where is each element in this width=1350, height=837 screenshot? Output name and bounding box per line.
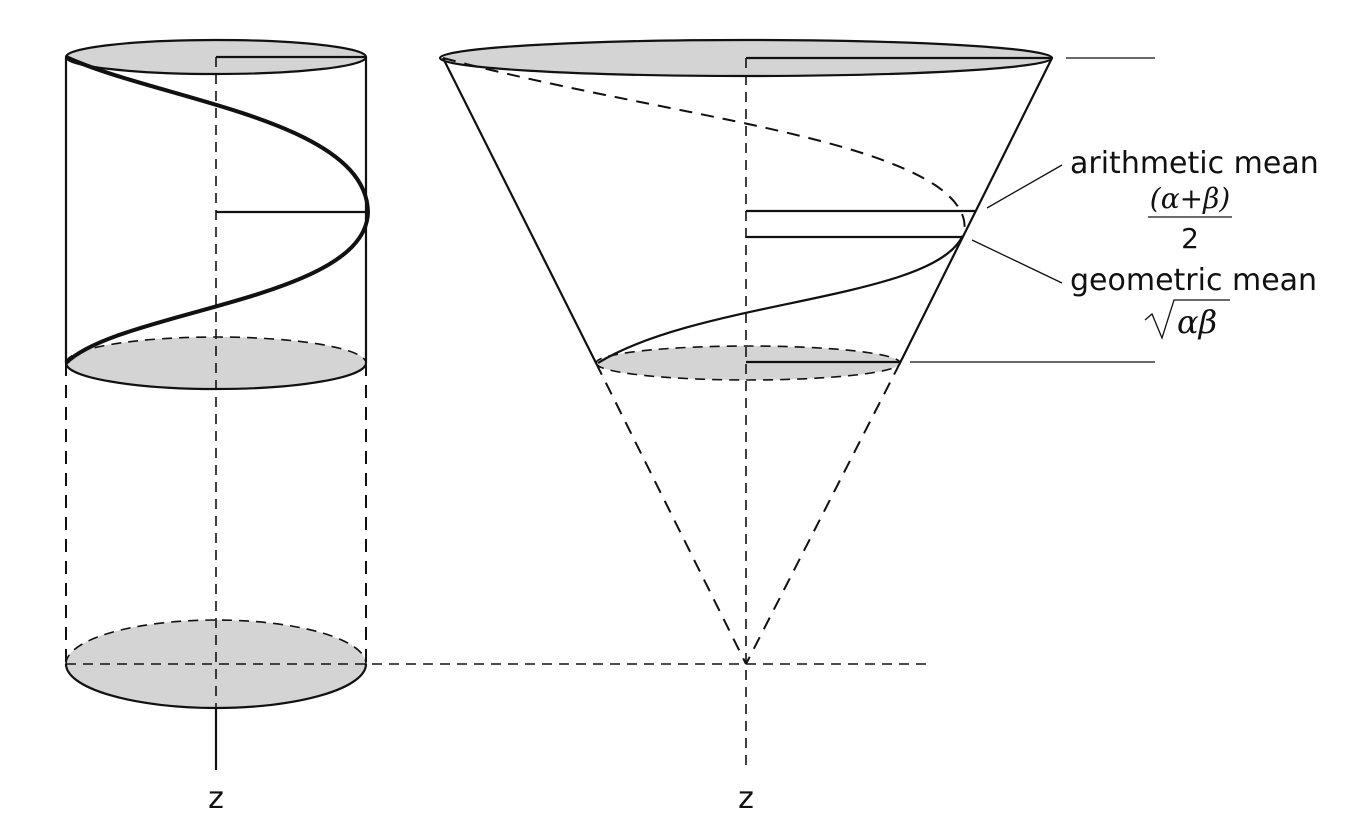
cylinder: z: [64, 38, 371, 816]
cylinder-helix-curve: [64, 55, 371, 365]
cone-axis-label: z: [738, 781, 754, 816]
cone-curve-back: [442, 57, 966, 238]
arithmetic-leader-line: [986, 164, 1063, 209]
cone-right-extension: [745, 362, 901, 665]
arithmetic-mean-numerator: (α+β): [1150, 182, 1230, 215]
arithmetic-mean-denominator: 2: [1181, 222, 1199, 255]
annotations: arithmetic mean (α+β) 2 geometric mean α…: [910, 57, 1319, 363]
geometric-mean-radical-sign: [1144, 299, 1230, 340]
cone-left-side: [442, 57, 597, 364]
cylinder-base-disk: [66, 620, 366, 708]
cone: z: [438, 38, 1054, 816]
cone-curve-front: [597, 236, 963, 364]
geometric-leader-line: [971, 239, 1063, 284]
geometric-mean-label: geometric mean: [1070, 263, 1317, 298]
arithmetic-mean-label: arithmetic mean: [1070, 146, 1319, 181]
cone-left-extension: [595, 362, 747, 665]
geometric-mean-radicand: αβ: [1177, 303, 1217, 341]
cylinder-axis-label: z: [208, 781, 224, 816]
